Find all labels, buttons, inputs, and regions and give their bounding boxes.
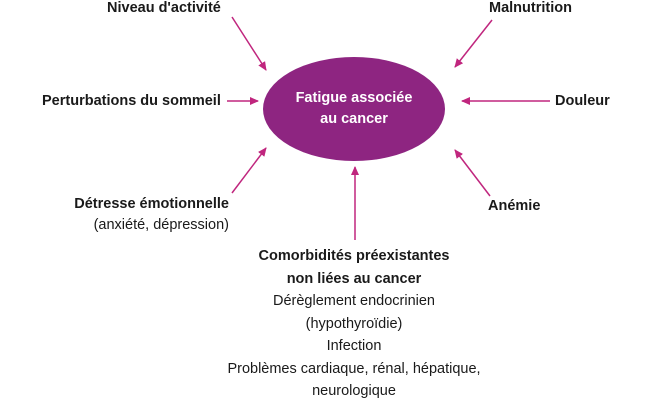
- factor-malnutrition: Malnutrition: [489, 0, 572, 16]
- factor-sleep: Perturbations du sommeil: [42, 93, 221, 109]
- factor-activity: Niveau d'activité: [107, 0, 221, 16]
- comorbidities-item: Problèmes cardiaque, rénal, hépatique,: [227, 360, 481, 377]
- factor-distress: Détresse émotionnelle (anxiété, dépressi…: [67, 195, 229, 235]
- comorbidities-item: Infection: [326, 338, 382, 354]
- comorbidities-item: (hypothyroïdie): [305, 315, 403, 332]
- comorbidities-item: neurologique: [312, 383, 396, 399]
- factor-distress-title: Détresse émotionnelle: [74, 196, 229, 212]
- arrow-activity: [231, 16, 267, 71]
- arrow-distress: [231, 147, 267, 194]
- center-title-line1: Fatigue associée: [295, 90, 413, 106]
- comorbidities-title-line1: Comorbidités préexistantes: [258, 248, 450, 264]
- factor-distress-detail: (anxiété, dépression): [93, 217, 229, 233]
- factor-anemia: Anémie: [488, 198, 541, 214]
- center-ellipse: Fatigue associée au cancer: [263, 57, 445, 161]
- factor-pain: Douleur: [555, 93, 610, 109]
- center-title-line2: au cancer: [320, 111, 388, 127]
- comorbidities-title-line2: non liées au cancer: [286, 270, 422, 287]
- arrow-malnutrition: [454, 19, 493, 68]
- factor-comorbidities: Comorbidités préexistantes non liées au …: [208, 245, 500, 400]
- arrow-anemia: [454, 149, 491, 197]
- comorbidities-item: Dérèglement endocrinien: [272, 293, 435, 309]
